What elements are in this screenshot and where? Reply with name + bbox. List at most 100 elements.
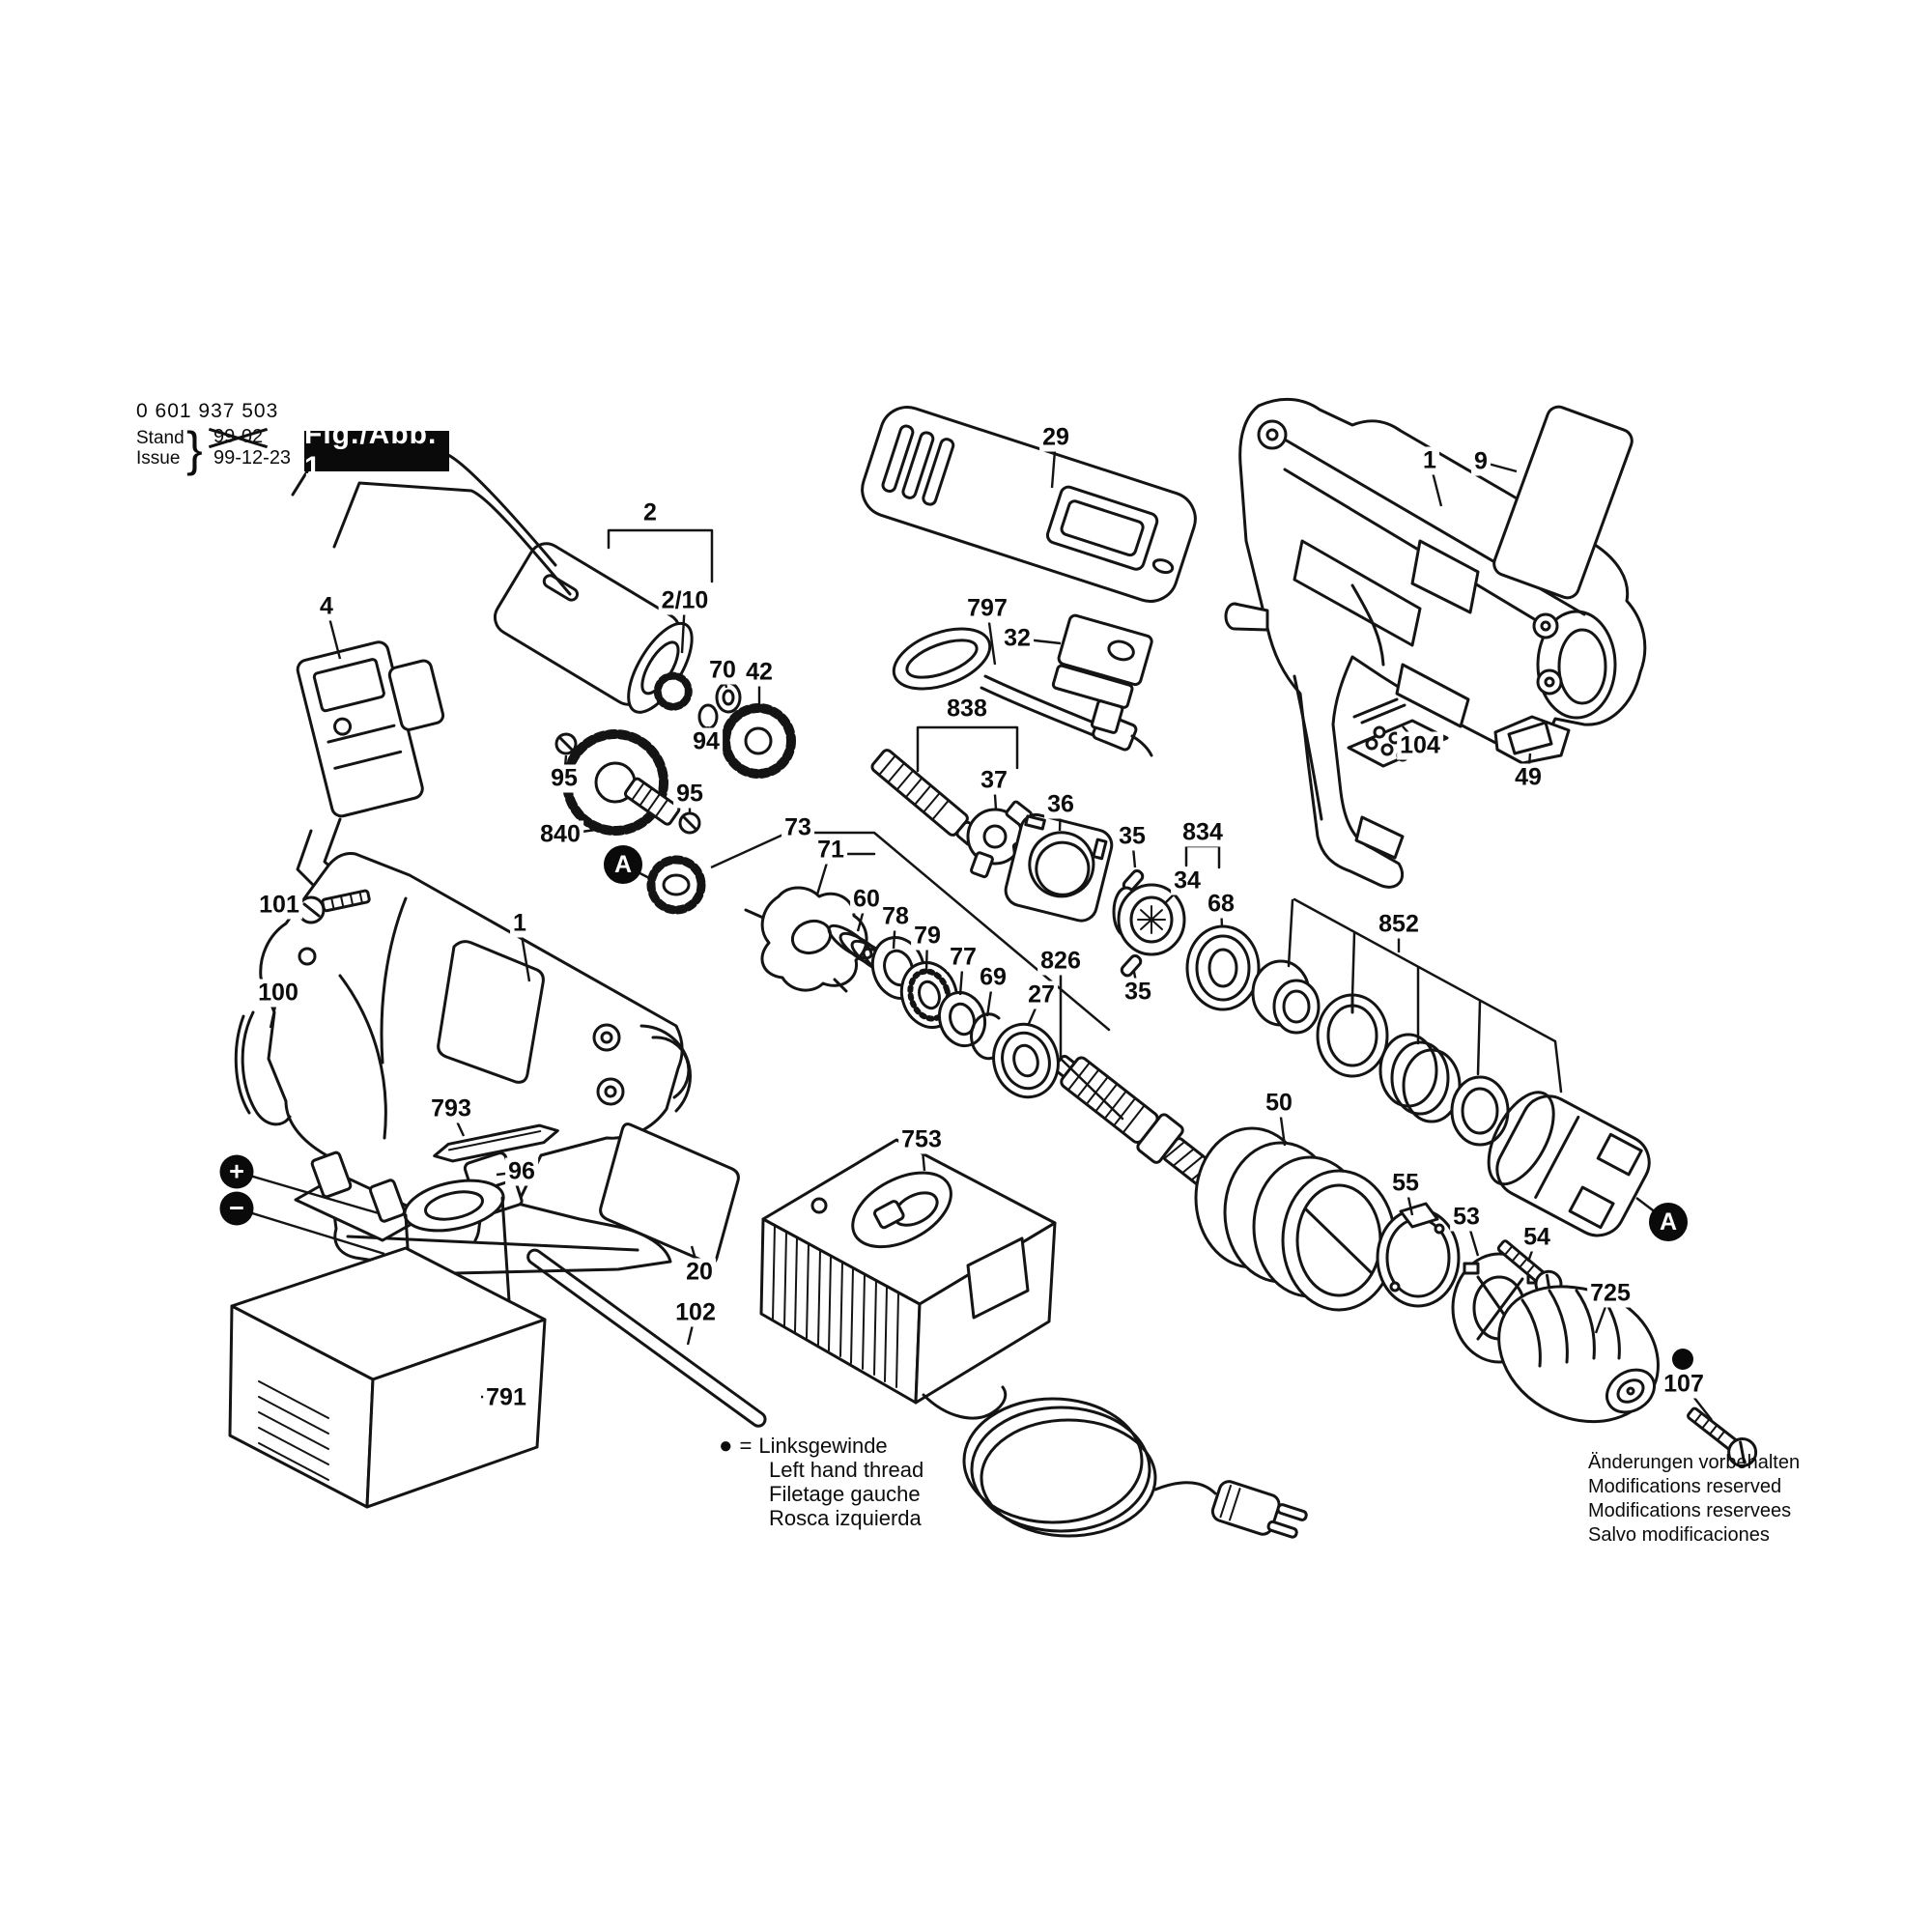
part-label-852: 852 (1376, 910, 1422, 939)
gear-840 (562, 729, 681, 836)
switch-slider-32 (1051, 613, 1153, 734)
part-label-9: 9 (1471, 447, 1491, 476)
part-label-42: 42 (743, 658, 776, 687)
struck-date: 99-02 (213, 426, 264, 447)
note-line-fr: Modifications reservees (1588, 1500, 1792, 1521)
note-line-es: Salvo modificaciones (1588, 1524, 1770, 1546)
gear-42 (721, 703, 796, 779)
pin-35b (1120, 954, 1143, 978)
part-label-101: 101 (256, 891, 302, 920)
switch-4 (296, 640, 445, 927)
polarity-marker: + (219, 1154, 254, 1189)
plate-36 (1004, 812, 1114, 923)
part-label-73: 73 (781, 813, 814, 842)
label-plate-9 (1492, 405, 1634, 600)
part-label-791: 791 (483, 1383, 529, 1412)
part-label-100: 100 (255, 979, 301, 1008)
part-label-79: 79 (911, 922, 944, 951)
part-label-840: 840 (537, 820, 583, 849)
part-label-2: 2 (640, 498, 660, 527)
part-label-826: 826 (1037, 947, 1084, 976)
part-label-50: 50 (1263, 1089, 1295, 1118)
part-label-753: 753 (898, 1125, 945, 1154)
part-label-834: 834 (1179, 818, 1226, 847)
part-label-70: 70 (706, 656, 739, 685)
left-hand-thread-dot (1672, 1349, 1693, 1370)
legend-equals: = (739, 1434, 753, 1458)
part-label-71: 71 (814, 836, 847, 865)
part-label-94: 94 (690, 727, 723, 756)
part-label-34: 34 (1171, 867, 1204, 895)
modifications-note: Änderungen vorbehalten Modifications res… (1588, 1451, 1800, 1548)
chuck-725 (1497, 1285, 1660, 1424)
note-line-de: Änderungen vorbehalten (1588, 1452, 1801, 1473)
part-label-102: 102 (672, 1298, 719, 1327)
part-label-1: 1 (510, 909, 529, 938)
legend-line-fr: Filetage gauche (769, 1482, 921, 1506)
ring-set-852 (1251, 959, 1651, 1237)
part-label-838: 838 (944, 695, 990, 724)
part-label-60: 60 (850, 885, 883, 914)
wingnut-71 (744, 886, 868, 993)
issue-date-old: 99-02 (213, 426, 263, 448)
motor-2 (291, 439, 694, 714)
part-label-36: 36 (1044, 790, 1077, 819)
part-label-107: 107 (1661, 1370, 1707, 1399)
part-label-793: 793 (428, 1094, 474, 1123)
part-label-2/10: 2/10 (658, 586, 712, 615)
part-label-54: 54 (1520, 1223, 1553, 1252)
stand-issue-labels: Stand Issue (136, 428, 185, 469)
part-label-78: 78 (879, 902, 912, 931)
screw-107 (1687, 1406, 1758, 1467)
polarity-marker: − (219, 1191, 254, 1226)
figure-badge: Fig./Abb. 1 (304, 418, 449, 483)
part-label-4: 4 (317, 592, 336, 621)
detail-marker-A: A (604, 845, 642, 884)
thread-legend: ● = Linksgewinde Left hand thread Fileta… (719, 1434, 923, 1530)
issue-label: Issue (136, 448, 181, 469)
spacer-70-inner (722, 689, 735, 706)
legend-line-es: Rosca izquierda (769, 1506, 922, 1530)
note-line-en: Modifications reserved (1588, 1476, 1782, 1497)
part-label-104: 104 (1397, 731, 1443, 760)
part-label-96: 96 (505, 1157, 538, 1186)
issue-date: 99-12-23 (213, 447, 292, 469)
spring-50 (1194, 1126, 1397, 1312)
plate-55 (1376, 1202, 1461, 1308)
part-label-27: 27 (1025, 980, 1058, 1009)
stand-label: Stand (136, 428, 185, 448)
part-label-1: 1 (1420, 446, 1439, 475)
part-label-32: 32 (1001, 624, 1034, 653)
legend-line-en: Left hand thread (769, 1458, 924, 1482)
battery-cover-29 (861, 406, 1197, 603)
washer-77 (937, 990, 987, 1048)
belt-clip-100 (234, 1010, 292, 1126)
part-label-95: 95 (673, 780, 706, 809)
document-part-number: 0 601 937 503 (136, 400, 279, 422)
brace-glyph: } (186, 422, 203, 476)
part-label-37: 37 (978, 766, 1010, 795)
screw-101 (297, 889, 371, 924)
part-label-55: 55 (1389, 1169, 1422, 1198)
bail-102 (526, 1248, 767, 1428)
bit-793 (433, 1123, 559, 1163)
gear-73 (646, 855, 706, 915)
part-label-68: 68 (1205, 890, 1237, 919)
part-label-20: 20 (683, 1258, 716, 1287)
legend-bullet-icon: ● (719, 1432, 733, 1459)
part-label-77: 77 (947, 943, 980, 972)
part-label-797: 797 (964, 594, 1010, 623)
part-label-35: 35 (1116, 822, 1149, 851)
part-label-69: 69 (977, 963, 1009, 992)
button-49 (1493, 715, 1571, 765)
part-label-35: 35 (1122, 978, 1154, 1007)
housing-left (259, 852, 692, 1275)
hub-34 (1112, 883, 1186, 956)
bearing-27 (992, 1022, 1060, 1099)
legend-line-de: Linksgewinde (758, 1434, 888, 1458)
part-label-49: 49 (1512, 763, 1545, 792)
part-label-29: 29 (1039, 423, 1072, 452)
